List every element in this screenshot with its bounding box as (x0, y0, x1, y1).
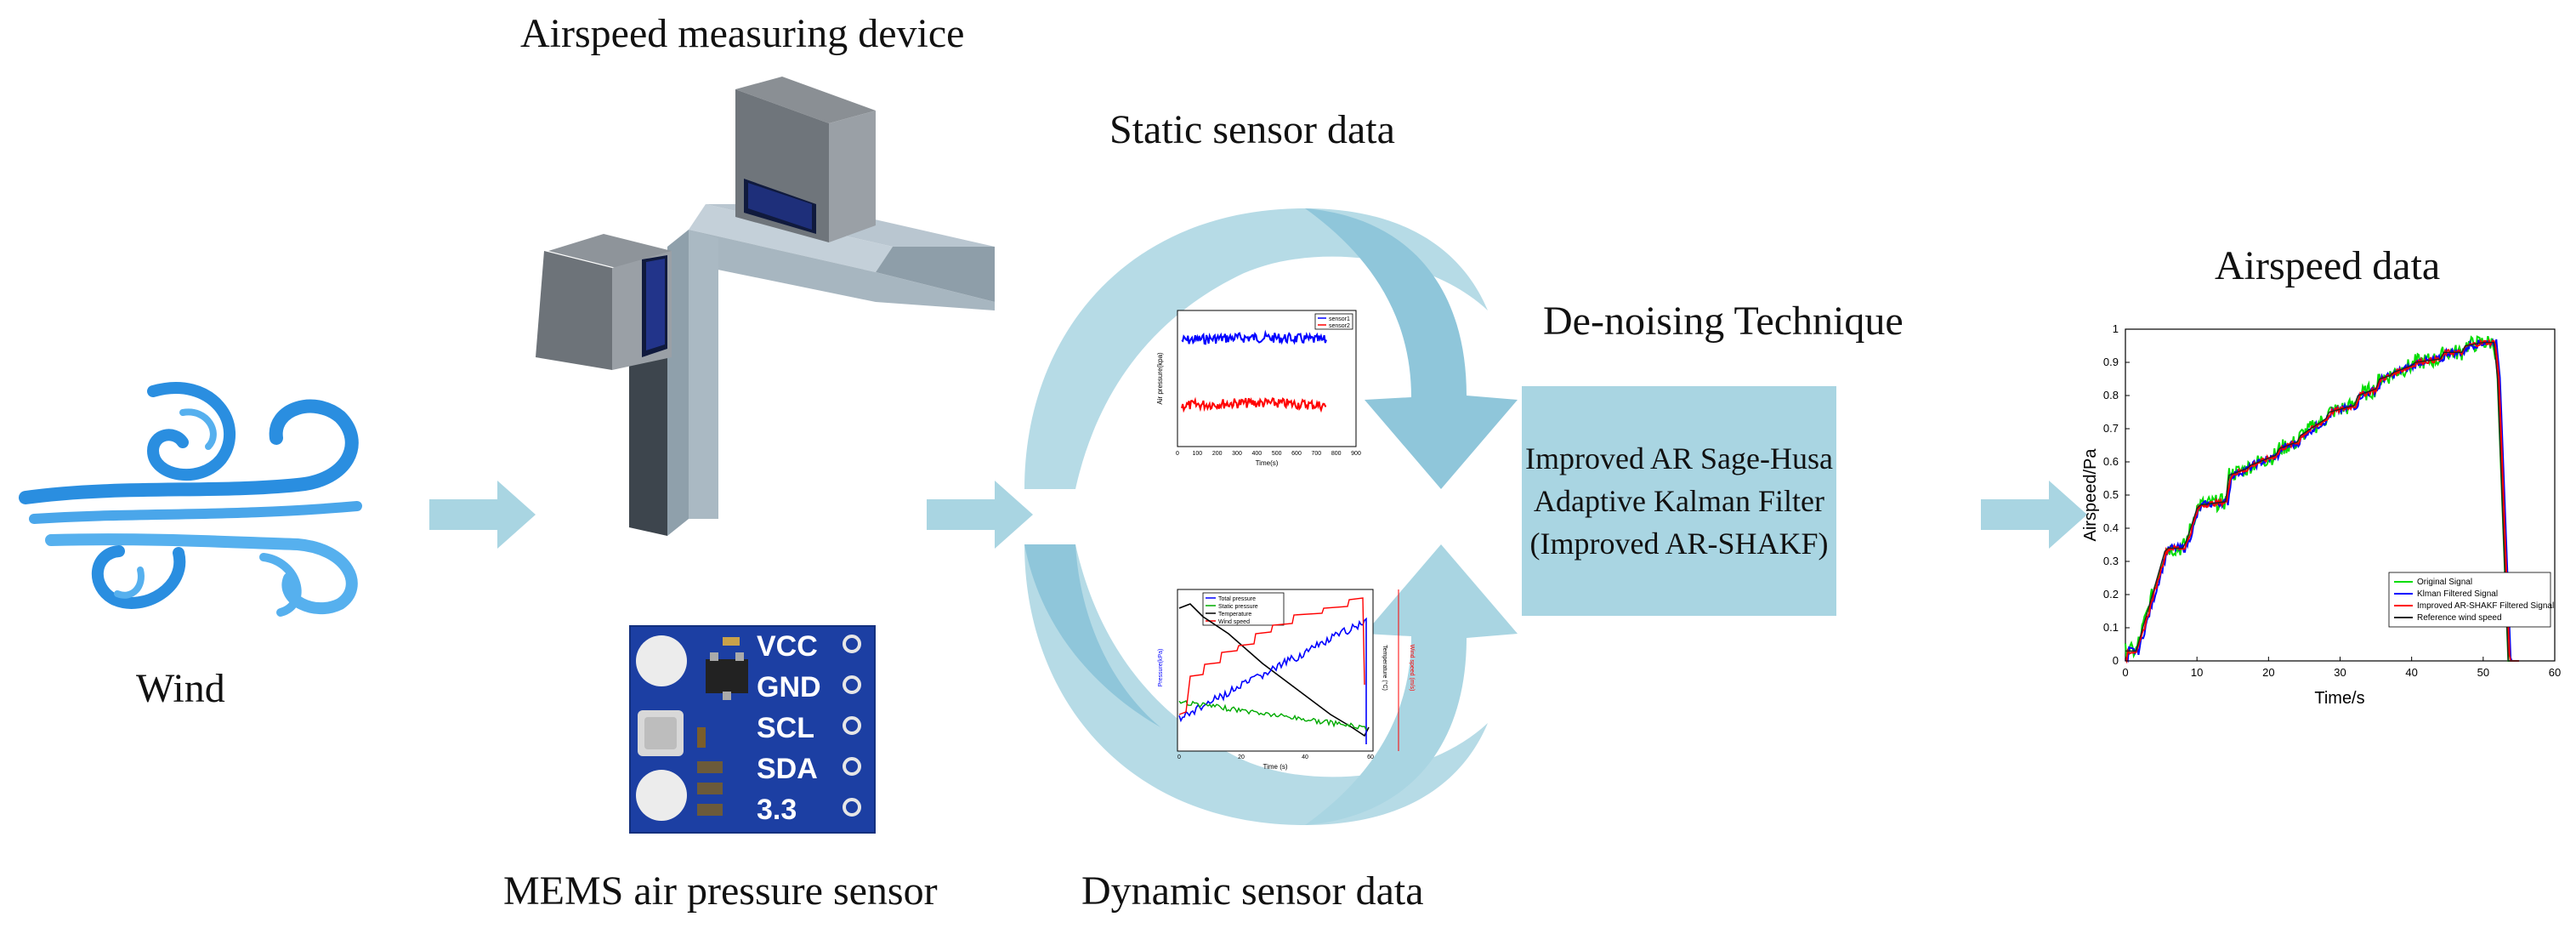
legend-static: Static pressure (1218, 604, 1258, 610)
static-xtick: 400 (1251, 451, 1262, 457)
static-xtick: 600 (1291, 451, 1302, 457)
y-tick-label: 0.4 (2103, 521, 2119, 534)
legend-label: Reference wind speed (2417, 613, 2502, 623)
series-reference-wind-speed (2125, 341, 2519, 662)
pin-sda (843, 757, 861, 776)
dyn-ylabel-right: Temperature (°C) (1382, 645, 1388, 691)
x-tick-label: 30 (2334, 666, 2346, 679)
y-tick-label: 0.1 (2103, 621, 2119, 634)
static-xtick: 700 (1311, 451, 1321, 457)
airspeed-plot: 0 10 20 30 40 50 60 0 0.1 0.2 0.3 0.4 0.5 0.6 0.7 0.8 0.… (2081, 322, 2561, 708)
legend-total: Total pressure (1218, 596, 1256, 602)
series-wind-speed (1178, 597, 1365, 715)
x-tick-label: 10 (2191, 666, 2203, 679)
device-label: Airspeed measuring device (520, 11, 965, 56)
pin-scl (843, 716, 861, 735)
filter-line-3: (Improved AR-SHAKF) (1529, 527, 1829, 561)
airspeed-device-illustration (536, 77, 995, 536)
series-sensor1 (1181, 329, 1327, 345)
dyn-xtick: 40 (1302, 754, 1308, 760)
mounting-hole-bottom (636, 770, 687, 821)
mounting-hole-top (636, 635, 687, 686)
dyn-xtick: 0 (1177, 754, 1181, 760)
static-sensor-plot: sensor1 sensor2 0 100 200 300 400 500 600 700 80… (1156, 310, 1361, 467)
pin-label: SCL (757, 712, 814, 744)
static-xtick: 300 (1232, 451, 1242, 457)
series-total-pressure (1178, 617, 1367, 744)
dyn-xtick: 20 (1238, 754, 1245, 760)
x-tick-label: 0 (2122, 666, 2128, 679)
y-tick-label: 0.2 (2103, 588, 2119, 601)
dyn-xlabel: Time (s) (1262, 763, 1287, 771)
x-tick-label: 60 (2549, 666, 2561, 679)
cycle-arrows (1024, 208, 1518, 825)
flow-arrow-1 (429, 481, 536, 549)
static-xtick: 500 (1272, 451, 1282, 457)
y-tick-label: 0.7 (2103, 422, 2119, 435)
flow-arrow-3 (1981, 481, 2087, 549)
static-xtick: 900 (1351, 451, 1361, 457)
static-xtick: 200 (1212, 451, 1223, 457)
x-tick-label: 50 (2477, 666, 2489, 679)
series-temperature (1178, 603, 1370, 737)
legend-temp: Temperature (1218, 612, 1251, 618)
series-sensor2 (1181, 396, 1327, 413)
dynamic-data-label: Dynamic sensor data (1081, 868, 1424, 914)
legend-label: Original Signal (2417, 578, 2472, 587)
static-xtick: 0 (1176, 451, 1179, 457)
y-tick-label: 0.9 (2103, 356, 2119, 368)
series-static-pressure (1178, 700, 1367, 731)
series-improved-ar-shakf-filtered-signal (2125, 338, 2519, 664)
y-tick-label: 0.6 (2103, 455, 2119, 468)
x-tick-label: 40 (2405, 666, 2417, 679)
y-tick-label: 0.5 (2103, 488, 2119, 501)
airspeed-xlabel: Time/s (2314, 689, 2364, 708)
pin-gnd (843, 675, 861, 694)
dynamic-sensor-plot: Total pressure Static pressure Temperatu… (1158, 589, 1415, 771)
static-ylabel: Air pressure(kpa) (1156, 352, 1164, 405)
wind-icon (19, 382, 362, 617)
y-tick-label: 1 (2113, 322, 2119, 335)
filter-line-2: Adaptive Kalman Filter (1534, 484, 1824, 518)
y-tick-label: 0.3 (2103, 555, 2119, 567)
static-data-label: Static sensor data (1109, 107, 1395, 152)
airspeed-ylabel: Airspeed/Pa (2081, 448, 2100, 542)
filter-box: Improved AR Sage-Husa Adaptive Kalman Fi… (1522, 386, 1836, 616)
y-tick-label: 0 (2113, 654, 2119, 667)
legend-sensor1: sensor1 (1329, 316, 1350, 322)
filter-line-1: Improved AR Sage-Husa (1525, 441, 1833, 475)
legend-sensor2: sensor2 (1329, 323, 1350, 329)
dyn-ylabel-right2: Wind speed (m/s) (1409, 645, 1415, 692)
static-xlabel: Time(s) (1256, 459, 1279, 467)
x-tick-label: 20 (2262, 666, 2274, 679)
pin-vcc (843, 635, 861, 653)
mems-sensor-board: VCC GND SCL SDA 3.3 (629, 625, 876, 834)
dyn-xtick: 60 (1367, 754, 1374, 760)
pin-label: 3.3 (757, 794, 797, 826)
legend-label: Klman Filtered Signal (2417, 589, 2498, 599)
flow-arrow-2 (927, 481, 1033, 549)
denoise-label: De-noising Technique (1543, 299, 1904, 344)
pin-label: VCC (757, 630, 818, 663)
static-xtick: 800 (1331, 451, 1342, 457)
legend-label: Improved AR-SHAKF Filtered Signal (2417, 601, 2554, 611)
y-tick-label: 0.8 (2103, 389, 2119, 401)
dyn-ylabel-left: Pressure(kPa) (1158, 649, 1164, 687)
pin-label: GND (757, 671, 821, 703)
airspeed-data-label: Airspeed data (2215, 243, 2441, 288)
mems-label: MEMS air pressure sensor (503, 868, 938, 914)
wind-label: Wind (136, 666, 225, 711)
legend-wind: Wind speed (1218, 619, 1250, 625)
pin-label: SDA (757, 753, 818, 785)
pin-33 (843, 798, 861, 817)
static-xtick: 100 (1192, 451, 1202, 457)
